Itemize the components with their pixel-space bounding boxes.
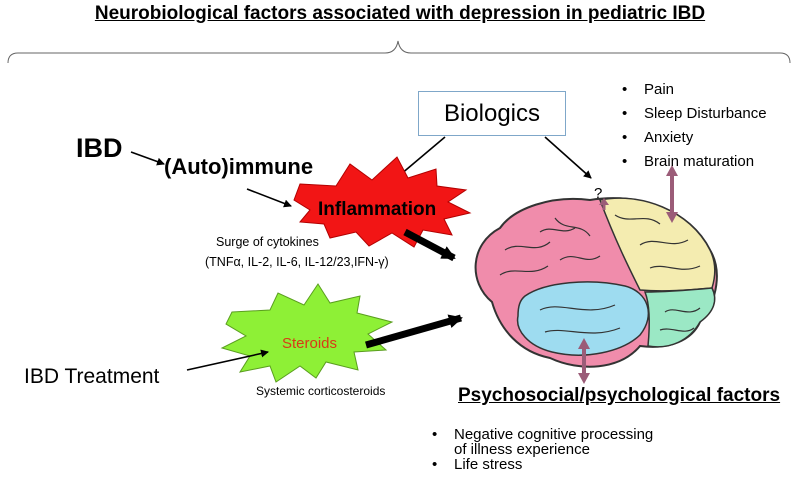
steroids-label: Steroids (282, 335, 338, 352)
psychosocial-item-stress: Life stress (432, 457, 653, 472)
inflammation-burst (293, 156, 472, 248)
steroid-burst (220, 283, 394, 383)
autoimmune-arrow (246, 188, 292, 208)
ibd-arrow (130, 151, 165, 166)
factor-item-sleep: Sleep Disturbance (622, 106, 767, 130)
psychosocial-list: Negative cognitive processing of illness… (432, 427, 653, 472)
ibd-treatment-label: IBD Treatment (24, 365, 160, 388)
inflammation-to-brain-arrow (403, 228, 456, 262)
biologics-label: Biologics (443, 99, 541, 127)
temporal-lobe (516, 281, 650, 356)
factor-item-pain: Pain (622, 82, 767, 106)
cytokine-list-label: (TNFα, IL-2, IL-6, IL-12/23,IFN-γ) (205, 255, 389, 269)
steroids-to-brain-arrow (365, 314, 463, 349)
question-mark: ? (594, 185, 603, 202)
treatment-arrow (186, 349, 269, 371)
psychosocial-double-arrow (578, 338, 590, 384)
biologics-box: Biologics (418, 91, 566, 136)
brain-illustration (474, 197, 718, 368)
psychosocial-heading: Psychosocial/psychological factors (458, 385, 781, 406)
systemic-corticosteroids-label: Systemic corticosteroids (256, 384, 386, 398)
psychosocial-item-cognitive: Negative cognitive processing of illness… (432, 427, 653, 457)
psychosocial-item-cognitive-line1: Negative cognitive processing (454, 426, 654, 443)
factor-item-anxiety: Anxiety (622, 130, 767, 154)
autoimmune-label: (Auto)immune (164, 154, 314, 179)
biologics-to-brain-arrow (544, 136, 592, 179)
question-double-arrow (599, 198, 609, 210)
title-brace (7, 40, 791, 64)
ibd-label: IBD (76, 133, 123, 163)
inflammation-label: Inflammation (318, 199, 437, 220)
factor-list: Pain Sleep Disturbance Anxiety Brain mat… (622, 82, 767, 178)
factor-item-brain-maturation: Brain maturation (622, 154, 767, 178)
diagram-title: Neurobiological factors associated with … (94, 3, 706, 24)
occipital-lobe (643, 287, 716, 348)
psychosocial-item-cognitive-line2: of illness experience (454, 441, 590, 458)
cytokine-surge-label: Surge of cytokines (216, 235, 319, 249)
